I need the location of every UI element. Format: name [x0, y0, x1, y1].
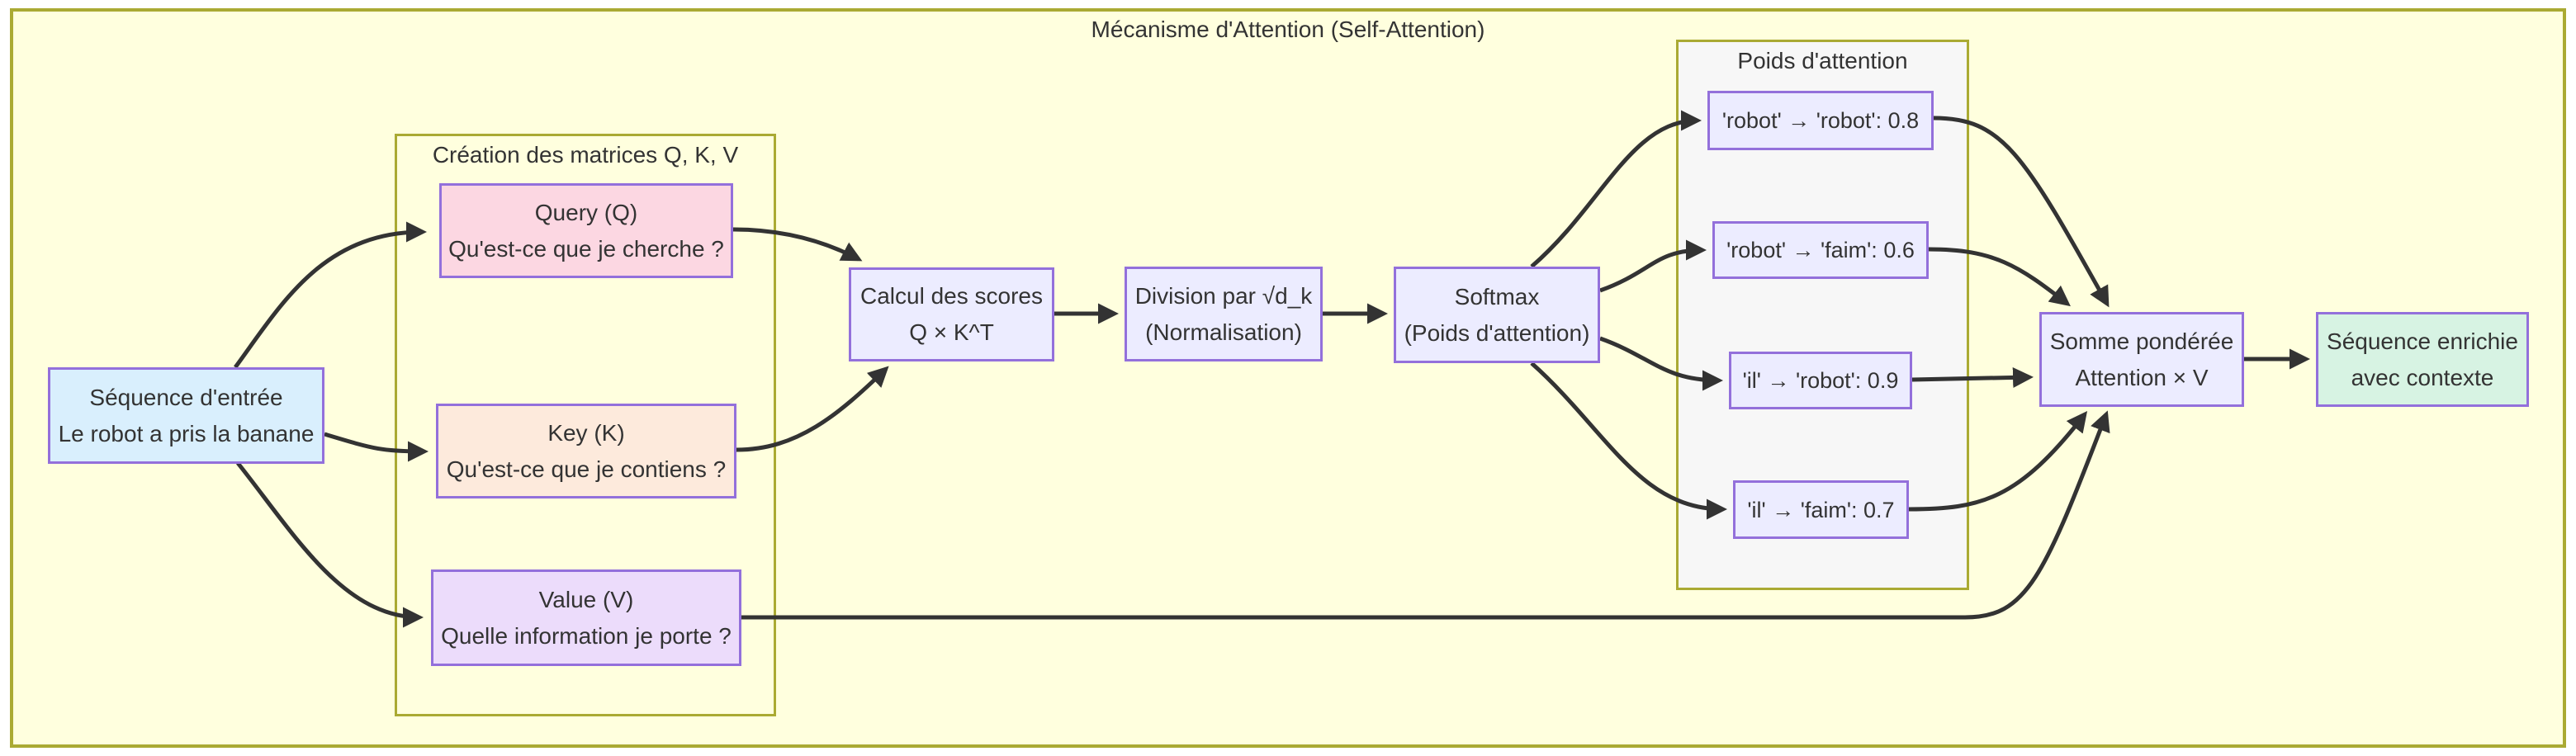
edge-w3-sum — [1911, 367, 2034, 389]
edge-w4-sum — [1908, 411, 2088, 512]
node-scores-line1: Calcul des scores — [860, 283, 1043, 309]
node-input-sequence: Séquence d'entrée Le robot a pris la ban… — [48, 367, 324, 464]
node-division-line1: Division par √d_k — [1134, 282, 1313, 309]
node-query-line2: Qu'est-ce que je cherche ? — [448, 235, 724, 262]
node-softmax: Softmax (Poids d'attention) — [1394, 267, 1600, 363]
node-weight-il-robot: 'il' → 'robot': 0.9 — [1729, 352, 1912, 409]
node-scores-line2: Q × K^T — [909, 319, 994, 345]
node-weight-robot-robot-label: 'robot' → 'robot': 0.8 — [1721, 108, 1920, 133]
node-division-line2: (Normalisation) — [1145, 319, 1302, 345]
node-query: Query (Q) Qu'est-ce que je cherche ? — [439, 183, 733, 278]
node-softmax-line2: (Poids d'attention) — [1404, 319, 1590, 346]
edge-input-query — [233, 221, 427, 369]
node-weight-il-robot-label: 'il' → 'robot': 0.9 — [1742, 368, 1899, 393]
cluster-qkv-title: Création des matrices Q, K, V — [432, 142, 739, 168]
cluster-weights-title: Poids d'attention — [1737, 48, 1908, 73]
edge-value-sum — [741, 410, 2110, 620]
node-output-sequence: Séquence enrichie avec contexte — [2316, 312, 2529, 407]
node-input-line1: Séquence d'entrée — [89, 384, 283, 410]
node-weight-robot-faim: 'robot' → 'faim': 0.6 — [1712, 221, 1929, 279]
node-weight-il-faim: 'il' → 'faim': 0.7 — [1733, 480, 1909, 539]
edge-query-scores — [732, 227, 863, 262]
node-query-line1: Query (Q) — [534, 199, 638, 225]
edge-softmax-w4 — [1530, 361, 1727, 520]
node-key-line2: Qu'est-ce que je contiens ? — [446, 456, 727, 482]
edge-softmax-w3 — [1599, 336, 1723, 391]
node-scores: Calcul des scores Q × K^T — [849, 267, 1054, 361]
node-output-line2: avec contexte — [2351, 364, 2494, 390]
edge-w2-sum — [1928, 247, 2071, 307]
node-value-line1: Value (V) — [538, 586, 634, 612]
edge-input-key — [324, 432, 429, 462]
node-key: Key (K) Qu'est-ce que je contiens ? — [436, 404, 736, 498]
node-weight-robot-faim-label: 'robot' → 'faim': 0.6 — [1726, 238, 1915, 262]
diagram-title: Mécanisme d'Attention (Self-Attention) — [1091, 17, 1485, 42]
edge-key-scores — [736, 366, 889, 452]
node-weight-il-faim-label: 'il' → 'faim': 0.7 — [1747, 497, 1895, 522]
node-key-line1: Key (K) — [547, 419, 625, 446]
node-softmax-line1: Softmax — [1454, 283, 1540, 309]
node-division: Division par √d_k (Normalisation) — [1125, 267, 1323, 361]
node-value: Value (V) Quelle information je porte ? — [431, 569, 741, 666]
edge-softmax-w1 — [1530, 110, 1702, 268]
edge-input-value — [236, 461, 424, 628]
edge-softmax-w2 — [1599, 239, 1707, 293]
node-weighted-sum-line2: Attention × V — [2075, 364, 2209, 390]
node-input-line2: Le robot a pris la banane — [58, 420, 315, 447]
node-weighted-sum: Somme pondérée Attention × V — [2039, 312, 2244, 407]
node-weighted-sum-line1: Somme pondérée — [2049, 328, 2234, 354]
node-weight-robot-robot: 'robot' → 'robot': 0.8 — [1707, 91, 1934, 150]
node-output-line1: Séquence enrichie — [2327, 328, 2518, 354]
node-value-line2: Quelle information je porte ? — [441, 622, 732, 649]
edge-w1-sum — [1933, 116, 2110, 308]
